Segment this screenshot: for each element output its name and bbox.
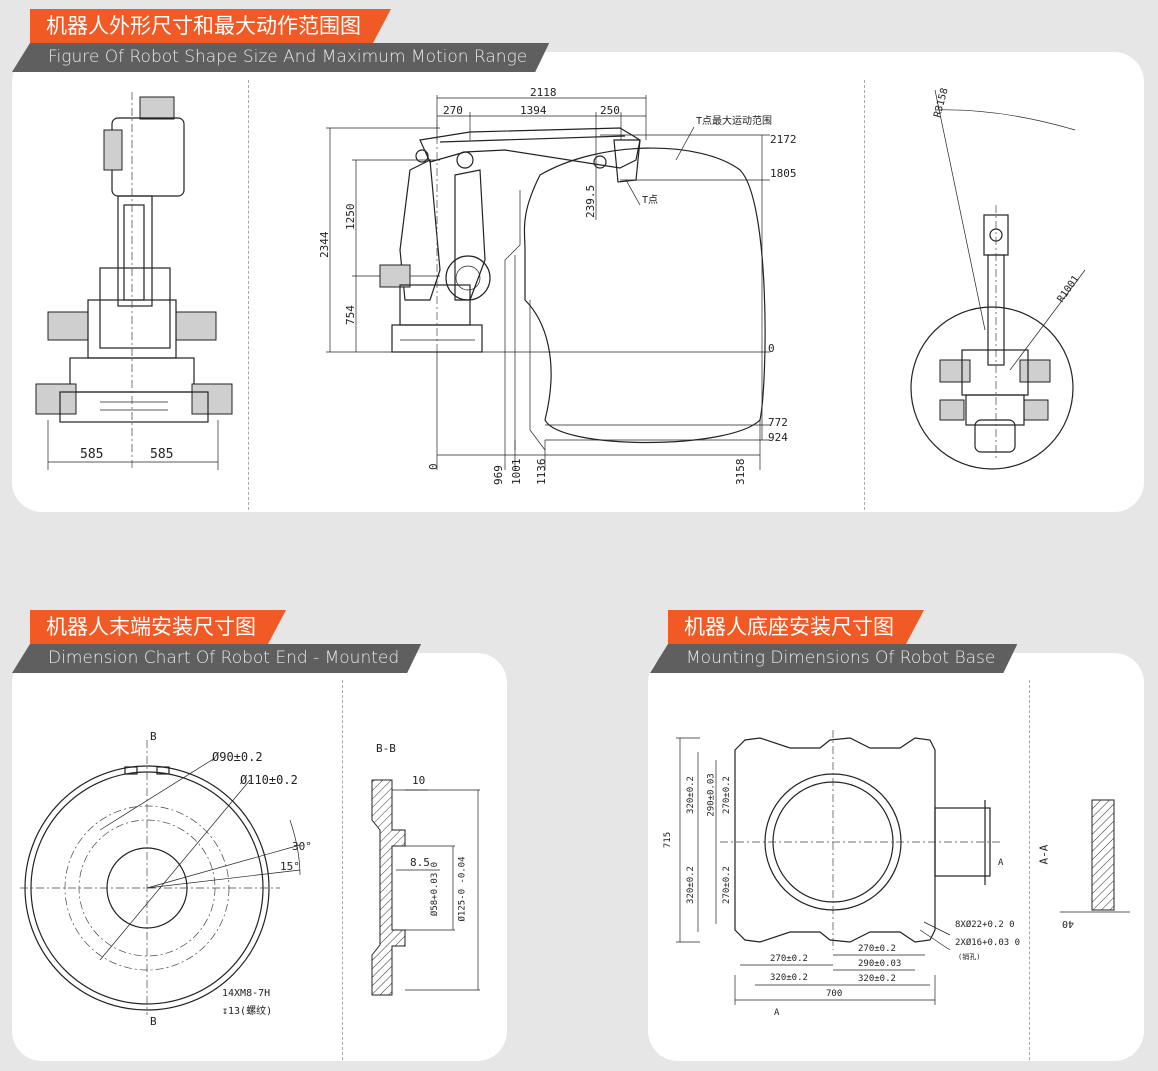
robot-side-view: 0 969 1001 1136 3158 2172 1805 0 772 924… [318, 86, 797, 485]
dim-3158: 3158 [734, 459, 747, 486]
dim-1001: 1001 [510, 459, 523, 486]
dim-2118: 2118 [530, 86, 557, 99]
flange-d110: Ø110±0.2 [240, 773, 298, 787]
base-h290: 290±0.03 [858, 959, 902, 969]
base-h700: 700 [826, 989, 843, 999]
dim-b0: 0 [427, 463, 440, 470]
flange-d90: Ø90±0.2 [212, 750, 263, 764]
dim-r0: 0 [768, 342, 775, 355]
base-sec-a-bottom: A [774, 1008, 780, 1018]
base-v715: 715 [663, 831, 674, 849]
section-dim-8-5: 8.5 [410, 856, 430, 869]
flange-section-view [371, 779, 480, 996]
section-dim-d58: Ø58+0.03 0 [430, 861, 441, 917]
dim-250: 250 [600, 104, 620, 117]
flange-label-b-bottom: B [150, 1015, 157, 1028]
base-v320b: 320±0.2 [685, 866, 696, 904]
flange-angle-30: 30° [292, 840, 312, 853]
robot-top-view: R3158 R1001 [910, 87, 1086, 470]
section-title-en: Dimension Chart Of Robot End - Mounted [12, 644, 421, 673]
flange-holes: 14XM8-7H [222, 988, 271, 999]
base-pin: (销孔) [958, 953, 981, 961]
label-t-point: T点 [642, 194, 658, 206]
base-v270a: 270±0.2 [721, 776, 732, 814]
dim-924: 924 [768, 431, 788, 444]
base-sec-a-right: A [998, 858, 1004, 868]
section-title-zh: 机器人底座安装尺寸图 [668, 610, 924, 644]
dim-969: 969 [492, 465, 505, 485]
divider [864, 80, 865, 510]
end-mount-card [12, 653, 507, 1061]
flange-front-view [20, 740, 301, 1015]
base-holes1: 8XØ22+0.2 0 [955, 920, 1015, 930]
dim-1136: 1136 [535, 459, 548, 486]
dim-585-left: 585 [80, 447, 103, 462]
dim-2172: 2172 [770, 133, 797, 146]
dim-270: 270 [443, 104, 463, 117]
base-holes2: 2XØ16+0.03 0 [955, 938, 1021, 948]
base-v320a: 320±0.2 [685, 776, 696, 814]
section-bb-title: B-B [376, 742, 396, 755]
dim-239-5: 239.5 [584, 185, 597, 218]
dim-1394: 1394 [520, 104, 547, 117]
base-v290: 290±0.03 [706, 773, 717, 817]
label-range: T点最大运动范围 [696, 114, 772, 127]
flange-depth: ↧13(螺纹) [222, 1006, 273, 1017]
dim-1250: 1250 [344, 204, 357, 231]
label-r1001: R1001 [1055, 274, 1081, 305]
dim-1805: 1805 [770, 167, 797, 180]
base-h320l: 320±0.2 [770, 973, 808, 983]
divider [248, 80, 249, 510]
base-aa: A-A [1037, 844, 1051, 865]
base-plate-view [676, 730, 1130, 1005]
dim-754: 754 [344, 305, 357, 325]
base-t40: 40 [1062, 918, 1075, 929]
section-title-en: Figure Of Robot Shape Size And Maximum M… [12, 43, 549, 72]
section-title-en: Mounting Dimensions Of Robot Base [650, 644, 1017, 673]
divider [342, 680, 343, 1060]
dim-585-right: 585 [150, 447, 173, 462]
section-dim-10: 10 [412, 774, 426, 787]
base-h270r: 270±0.2 [858, 944, 896, 954]
section-title-zh: 机器人末端安装尺寸图 [30, 610, 286, 644]
flange-angle-15: 15° [280, 860, 300, 873]
robot-front-view: 585 585 [35, 92, 233, 470]
base-h320r: 320±0.2 [858, 974, 896, 984]
dim-772: 772 [768, 416, 788, 429]
base-v270b: 270±0.2 [721, 866, 732, 904]
flange-label-b-top: B [150, 730, 157, 743]
section-title-zh: 机器人外形尺寸和最大动作范围图 [30, 9, 391, 43]
base-h270l: 270±0.2 [770, 954, 808, 964]
base-mount-card [648, 653, 1144, 1061]
section-dim-d125: Ø125-0 -0.04 [457, 856, 468, 922]
divider [1029, 680, 1030, 1060]
dim-2344: 2344 [318, 231, 331, 258]
